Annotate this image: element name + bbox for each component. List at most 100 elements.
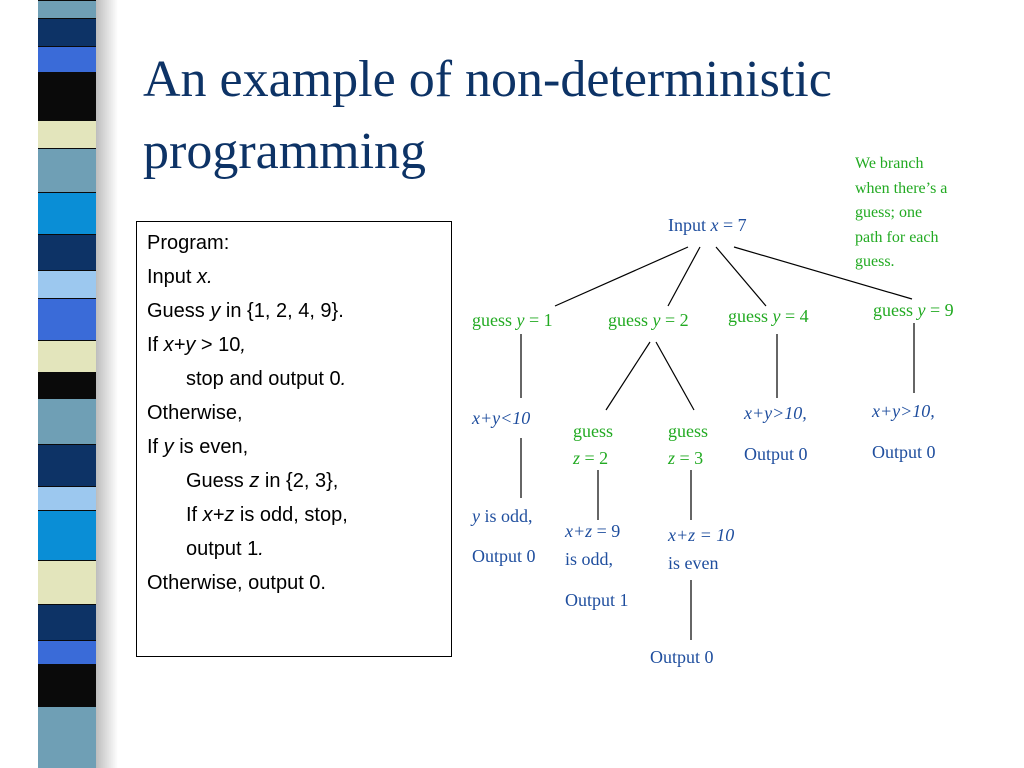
note-line: guess. — [855, 253, 895, 270]
stripe-band — [38, 706, 96, 768]
text-run: guess — [608, 310, 653, 330]
edge-root-y2 — [667, 246, 701, 307]
node-guess-z2-a: guess — [573, 419, 613, 443]
node-out-y1: Output 0 — [472, 544, 536, 568]
stripe-band — [38, 0, 96, 18]
text-run: is even — [668, 553, 719, 573]
title-line-2: programming — [143, 123, 427, 180]
math-var: x+y — [163, 334, 196, 356]
node-out-z3: Output 0 — [650, 645, 714, 669]
note-line: We branch — [855, 155, 924, 172]
stripe-band — [38, 444, 96, 486]
text-run: guess — [668, 421, 708, 441]
node-out-z2: Output 1 — [565, 588, 629, 612]
math-var: . — [258, 538, 264, 560]
math-var: z — [668, 448, 676, 468]
stripe-band — [38, 510, 96, 560]
program-line: Program: — [147, 228, 441, 262]
text-run: If — [186, 504, 203, 526]
math-var: x+z — [565, 521, 593, 541]
math-var: z — [249, 470, 260, 492]
text-run: = 7 — [718, 215, 747, 235]
text-run: Output 0 — [744, 444, 808, 464]
program-line: Guess y in {1, 2, 4, 9}. — [147, 296, 441, 330]
math-var: x — [710, 215, 719, 235]
node-cond-y9: x+y>10, — [872, 399, 935, 423]
text-run: = 1 — [524, 310, 553, 330]
math-var: x+y<10 — [472, 408, 531, 428]
decorative-stripe — [0, 0, 120, 768]
node-out-y9: Output 0 — [872, 440, 936, 464]
program-line: Input x. — [147, 262, 441, 296]
text-run: = 2 — [660, 310, 689, 330]
stripe-band — [38, 604, 96, 640]
stripe-bands — [38, 0, 96, 768]
edge-root-y4 — [715, 246, 767, 307]
text-run: is odd, stop, — [234, 504, 348, 526]
node-sum-z3-a: x+z = 10 — [668, 523, 734, 547]
math-var: y — [163, 436, 174, 458]
program-line: If x+y > 10, — [147, 330, 441, 364]
program-line: stop and output 0. — [147, 364, 441, 398]
text-run: is odd, — [565, 549, 614, 569]
text-run: = 9 — [925, 300, 954, 320]
math-var: , — [240, 334, 246, 356]
stripe-band — [38, 640, 96, 664]
stripe-band — [38, 340, 96, 372]
text-run: guess — [873, 300, 918, 320]
program-box: Program:Input x.Guess y in {1, 2, 4, 9}.… — [136, 221, 452, 657]
text-run: = 9 — [592, 521, 621, 541]
node-cond-y1: x+y<10 — [472, 406, 530, 430]
text-run: in {2, 3}, — [259, 470, 339, 492]
note-line: path for each — [855, 228, 939, 246]
branch-note: We branch when there’s a guess; one path… — [855, 152, 985, 275]
math-var: x+z — [668, 525, 696, 545]
stripe-band — [38, 18, 96, 46]
stripe-band — [38, 46, 96, 72]
text-run: Program: — [147, 232, 230, 254]
math-var: y — [772, 306, 781, 326]
text-run: If — [147, 436, 164, 458]
stripe-band — [38, 234, 96, 270]
node-sum-z2-a: x+z = 9 — [565, 519, 620, 543]
text-run: in {1, 2, 4, 9}. — [220, 300, 344, 322]
edge-y2-z2 — [605, 341, 651, 411]
math-var: x. — [197, 266, 213, 288]
node-odd-y1: y is odd, — [472, 504, 533, 528]
text-run: = 2 — [580, 448, 609, 468]
node-cond-y4: x+y>10, — [744, 401, 807, 425]
text-run: = 4 — [780, 306, 809, 326]
program-line: output 1. — [147, 534, 441, 568]
text-run: Output 0 — [650, 647, 714, 667]
note-line: when there’s a — [855, 179, 948, 197]
text-run: Guess — [147, 300, 211, 322]
stripe-band — [38, 372, 96, 398]
program-line: Guess z in {2, 3}, — [147, 466, 441, 500]
math-var: y — [516, 310, 525, 330]
node-guess-z3-b: z = 3 — [668, 446, 703, 470]
node-sum-z2-b: is odd, — [565, 547, 613, 571]
stripe-band — [38, 486, 96, 510]
text-run: Output 0 — [872, 442, 936, 462]
stripe-band — [38, 192, 96, 234]
math-var: x+y>10, — [872, 401, 935, 421]
stripe-band — [38, 120, 96, 148]
node-input-root: Input x = 7 — [668, 213, 747, 237]
text-run: Output 1 — [565, 590, 629, 610]
node-guess-z3-a: guess — [668, 419, 708, 443]
text-run: guess — [728, 306, 773, 326]
node-guess-y1: guess y = 1 — [472, 308, 553, 332]
text-run: stop and output 0 — [186, 368, 341, 390]
stripe-band — [38, 560, 96, 604]
program-line: If y is even, — [147, 432, 441, 466]
math-var: z — [573, 448, 581, 468]
text-run: If — [147, 334, 164, 356]
node-guess-y9: guess y = 9 — [873, 298, 954, 322]
node-out-y4: Output 0 — [744, 442, 808, 466]
math-var: y — [210, 300, 221, 322]
text-run: Otherwise, output 0. — [147, 572, 326, 594]
stripe-band — [38, 664, 96, 706]
program-line: Otherwise, — [147, 398, 441, 432]
node-sum-z3-b: is even — [668, 551, 718, 575]
math-var: = 10 — [695, 525, 735, 545]
